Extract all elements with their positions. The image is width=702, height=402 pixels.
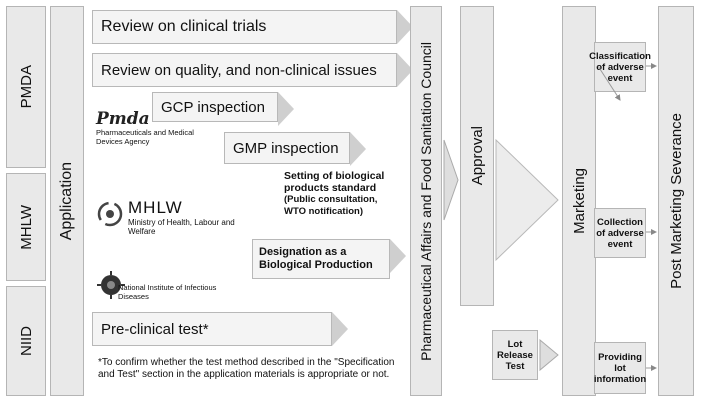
council-label: Pharmaceutical Affairs and Food Sanitati… (418, 41, 434, 361)
review-clinical-trials-step: Review on clinical trials (92, 10, 413, 44)
council-to-approval-arrow (443, 139, 459, 221)
mhlw-logo-name: Ministry of Health, Labour and Welfare (128, 218, 235, 236)
designation-label: Designation as a Biological Production (259, 246, 373, 271)
classification-box: Classification of adverse event (589, 42, 651, 92)
review-clinical-trials-label: Review on clinical trials (101, 18, 267, 35)
classification-label: Classification of adverse event (589, 50, 651, 84)
review-quality-step: Review on quality, and non-clinical issu… (92, 53, 413, 87)
niid-logo-name: National Institute of Infectious Disease… (118, 283, 217, 301)
preclinical-test-label: Pre-clinical test* (101, 320, 209, 338)
collection-box: Collection of adverse event (594, 208, 646, 258)
mhlw-logo-mark: MHLW (128, 198, 183, 217)
review-quality-label: Review on quality, and non-clinical issu… (101, 61, 377, 79)
collection-label: Collection of adverse event (596, 216, 644, 250)
lot-release-to-marketing-arrow (539, 338, 559, 372)
pmda-logo-name: Pharmaceuticals and Medical Devices Agen… (96, 128, 194, 146)
pmda-logo-mark: Pmda (96, 109, 150, 129)
council-column: Pharmaceutical Affairs and Food Sanitati… (410, 6, 442, 396)
gmp-inspection-step: GMP inspection (224, 132, 366, 166)
niid-emblem-icon (97, 271, 125, 299)
marketing-column: Marketing (562, 6, 596, 396)
mhlw-label: MHLW (17, 204, 35, 250)
marketing-label: Marketing (570, 168, 588, 234)
mhlw-emblem-icon (97, 201, 123, 227)
footnote: *To confirm whether the test method desc… (98, 357, 395, 380)
gmp-inspection-label: GMP inspection (233, 139, 339, 157)
preclinical-test-step: Pre-clinical test* (92, 312, 348, 346)
niid-label: NIID (17, 326, 35, 356)
lot-release-label: Lot Release Test (497, 338, 533, 372)
designation-step: Designation as a Biological Production (252, 239, 406, 279)
mhlw-column: MHLW (6, 173, 46, 281)
pmda-column: PMDA (6, 6, 46, 168)
severance-label: Post Marketing Severance (667, 113, 685, 289)
approval-column: Approval (460, 6, 494, 306)
approval-label: Approval (468, 126, 486, 186)
mhlw-logo: MHLW Ministry of Health, Labour and Welf… (96, 196, 236, 242)
pmda-label: PMDA (17, 65, 35, 109)
niid-logo: National Institute of Infectious Disease… (96, 270, 236, 304)
lot-release-box: Lot Release Test (492, 330, 538, 380)
setting-standard-detail: (Public consultation, WTO notification) (284, 194, 378, 217)
providing-label: Providing lot information (593, 351, 647, 385)
approval-to-marketing-arrow (495, 138, 559, 262)
niid-column: NIID (6, 286, 46, 396)
providing-box: Providing lot information (594, 342, 646, 394)
severance-column: Post Marketing Severance (658, 6, 694, 396)
setting-standard-title: Setting of biological products standard (284, 170, 385, 194)
gcp-inspection-step: GCP inspection (152, 92, 294, 126)
application-label: Application (58, 161, 75, 241)
application-column: Application (50, 6, 84, 396)
pmda-logo: Pmda Pharmaceuticals and Medical Devices… (96, 110, 222, 150)
gcp-inspection-label: GCP inspection (161, 98, 265, 116)
setting-standard-step: Setting of biological products standard … (284, 170, 392, 232)
